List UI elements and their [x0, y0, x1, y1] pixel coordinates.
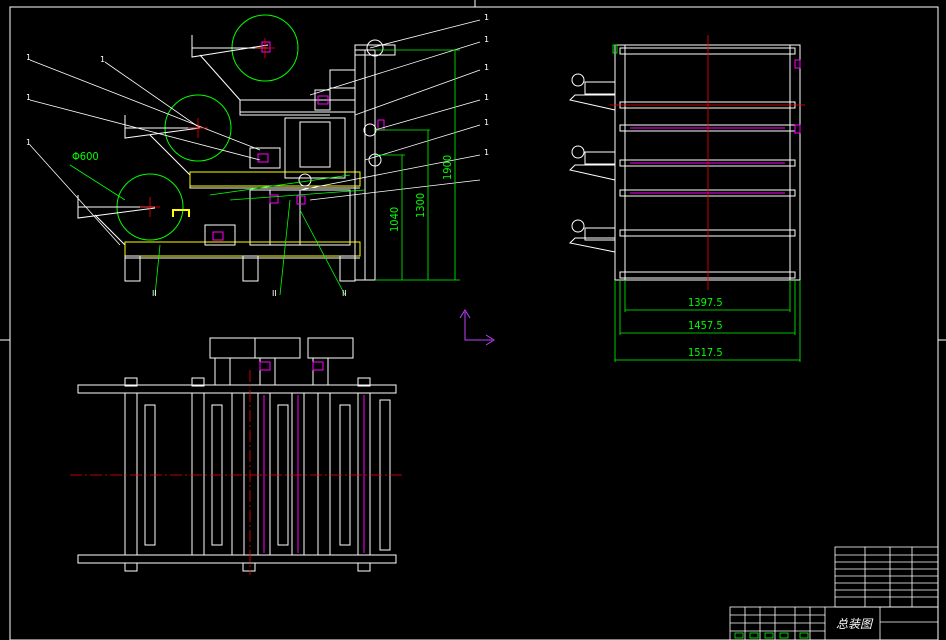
- side-view-parts: [212, 41, 385, 241]
- height-dim-1040: 1040: [388, 207, 401, 232]
- callout-10: 1: [484, 148, 489, 157]
- side-view-dimensions: [69, 49, 460, 296]
- callout-4: 1: [26, 138, 31, 147]
- height-dim-1900: 1900: [441, 155, 454, 180]
- callout-1: 1: [26, 53, 31, 62]
- callout-9: 1: [484, 118, 489, 127]
- end-view-parts: [630, 59, 801, 194]
- drawing-title: 总装图: [836, 617, 874, 631]
- title-block-green-cells: [734, 632, 809, 639]
- ucs-axis-icon: [459, 309, 495, 346]
- top-view-parts: [259, 361, 365, 553]
- end-view-dimensions: [612, 44, 801, 362]
- section-mark-2: II: [272, 289, 277, 298]
- yellow-bracket: [172, 209, 190, 217]
- callout-5: 1: [484, 13, 489, 22]
- side-view: [77, 14, 396, 282]
- section-mark-3: II: [342, 289, 347, 298]
- width-dim-1517: 1517.5: [688, 346, 723, 359]
- callout-7: 1: [484, 63, 489, 72]
- width-dim-1457: 1457.5: [688, 319, 723, 332]
- section-mark-1: II: [152, 289, 157, 298]
- callout-6: 1: [484, 35, 489, 44]
- callout-3: 1: [26, 93, 31, 102]
- side-view-centerlines: [140, 38, 275, 217]
- callout-8: 1: [484, 93, 489, 102]
- leader-lines: [29, 19, 481, 246]
- parts-list-table: [834, 546, 939, 608]
- callout-2: 1: [100, 55, 105, 64]
- top-view-centerlines: [70, 370, 405, 575]
- title-block: [729, 606, 939, 640]
- top-view: [77, 337, 397, 572]
- end-view-centerlines: [610, 35, 805, 290]
- height-dim-1300: 1300: [414, 193, 427, 218]
- diameter-label: Φ600: [72, 150, 99, 163]
- width-dim-1397: 1397.5: [688, 296, 723, 309]
